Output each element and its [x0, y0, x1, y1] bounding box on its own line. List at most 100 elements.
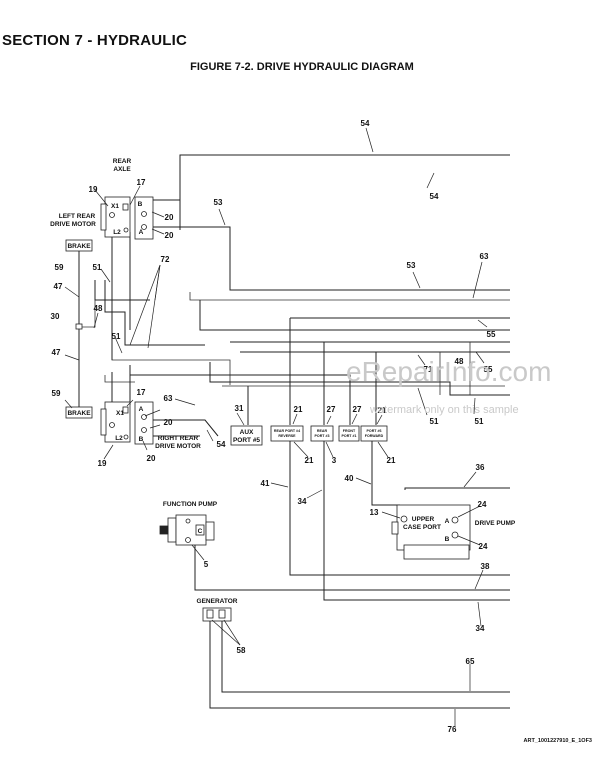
callout-21: 21 — [305, 456, 314, 465]
function-pump: C — [159, 514, 215, 546]
port-x1-label: X1 — [111, 203, 119, 210]
manifold-port-4-reverse: REAR PORT #4 REVERSE — [270, 425, 304, 442]
figure-title: FIGURE 7-2. DRIVE HYDRAULIC DIAGRAM — [190, 61, 414, 73]
callout-53: 53 — [407, 261, 416, 270]
art-code: ART_1001227910_E_1OF3 — [524, 738, 593, 744]
callout-59: 59 — [55, 263, 64, 272]
manifold-port-1-label: REAR PORT #4 — [274, 429, 300, 433]
callout-27: 27 — [353, 405, 362, 414]
function-pump-label: FUNCTION PUMP — [163, 501, 218, 508]
callout-40: 40 — [345, 474, 354, 483]
port-l2-label: L2 — [113, 229, 121, 236]
callout-72: 72 — [161, 255, 170, 264]
right-rear-motor-label-2: DRIVE MOTOR — [155, 443, 201, 450]
brake-top-label: BRAKE — [67, 243, 91, 250]
manifold-port-4-label: PORT #6 — [367, 429, 382, 433]
manifold-port-2-label: REAR — [317, 429, 328, 433]
callout-20: 20 — [165, 213, 174, 222]
hose-lines — [94, 154, 510, 709]
callout-59: 59 — [52, 389, 61, 398]
callout-54: 54 — [217, 440, 226, 449]
port-a-label: A — [139, 229, 144, 236]
port-a-bot-label: A — [139, 406, 144, 413]
callout-48: 48 — [455, 357, 464, 366]
right-rear-motor-label: RIGHT REAR — [158, 435, 199, 442]
callout-55: 55 — [487, 330, 496, 339]
manifold-port-3-label: FRONT — [343, 429, 356, 433]
callout-54: 54 — [430, 192, 439, 201]
manifold-port-4-label-2: FORWARD — [365, 434, 384, 438]
callout-65: 65 — [466, 657, 475, 666]
manifold-port-1-label-2: REVERSE — [278, 434, 296, 438]
callout-30: 30 — [51, 312, 60, 321]
callout-24: 24 — [479, 542, 488, 551]
callout-76: 76 — [448, 725, 457, 734]
callout-71: 71 — [424, 365, 433, 374]
generator-label: GENERATOR — [197, 598, 238, 605]
callout-51: 51 — [93, 263, 102, 272]
brake-bottom-label: BRAKE — [67, 410, 91, 417]
callout-55: 55 — [484, 365, 493, 374]
section-title: SECTION 7 - HYDRAULIC — [2, 32, 188, 49]
pump-c-label: C — [198, 528, 203, 535]
callout-38: 38 — [481, 562, 490, 571]
callout-21: 21 — [378, 406, 387, 415]
brake-bottom: BRAKE — [65, 406, 93, 419]
manifold-port-1-front: FRONT PORT #1 — [338, 425, 360, 442]
callout-21: 21 — [387, 456, 396, 465]
callout-34: 34 — [298, 497, 307, 506]
port-b-bot-label: B — [139, 436, 144, 443]
aux-port-label: AUX — [240, 429, 254, 436]
callout-51: 51 — [112, 332, 121, 341]
callout-5: 5 — [204, 560, 209, 569]
port-l2-bot-label: L2 — [115, 435, 123, 442]
drive-pump-a-label: A — [445, 518, 450, 525]
callout-3: 3 — [332, 456, 337, 465]
callout-41: 41 — [261, 479, 270, 488]
brake-top: BRAKE — [65, 239, 93, 252]
watermark-subtext: watermark only on this sample — [369, 404, 519, 416]
left-rear-motor-label-2: DRIVE MOTOR — [50, 221, 96, 228]
callout-20: 20 — [147, 454, 156, 463]
manifold-port-6-forward: PORT #6 FORWARD — [360, 425, 388, 442]
callout-31: 31 — [235, 404, 244, 413]
rear-axle-label-2: AXLE — [113, 166, 131, 173]
callout-20: 20 — [164, 418, 173, 427]
left-rear-drive-motor: X1 L2 B A — [100, 196, 154, 240]
callout-63: 63 — [480, 252, 489, 261]
rear-axle-label: REAR — [113, 158, 132, 165]
callout-58: 58 — [237, 646, 246, 655]
callout-51: 51 — [475, 417, 484, 426]
callout-24: 24 — [478, 500, 487, 509]
callout-53: 53 — [214, 198, 223, 207]
generator — [202, 607, 232, 622]
drive-pump-label: DRIVE PUMP — [475, 520, 516, 527]
drive-pump-b-label: B — [445, 536, 450, 543]
manifold-port-3-rear: REAR PORT #3 — [310, 425, 334, 442]
callout-36: 36 — [476, 463, 485, 472]
callout-63: 63 — [164, 394, 173, 403]
right-rear-drive-motor: X1 L2 A B — [100, 401, 154, 445]
port-b-label: B — [138, 201, 143, 208]
callout-47: 47 — [52, 348, 61, 357]
manifold-port-2-label-2: PORT #3 — [315, 434, 330, 438]
aux-port-5: AUX PORT #5 — [230, 425, 263, 446]
callout-19: 19 — [98, 459, 107, 468]
callout-21: 21 — [294, 405, 303, 414]
aux-port-label-2: PORT #5 — [233, 437, 260, 444]
callout-54: 54 — [361, 119, 370, 128]
callout-27: 27 — [327, 405, 336, 414]
left-rear-motor-label: LEFT REAR — [59, 213, 96, 220]
callout-47: 47 — [54, 282, 63, 291]
callout-numbers: 54 54 53 53 63 55 55 48 71 51 51 19 17 2… — [51, 119, 496, 734]
leader-lines — [64, 127, 488, 726]
callout-17: 17 — [137, 388, 146, 397]
callout-17: 17 — [137, 178, 146, 187]
callout-19: 19 — [89, 185, 98, 194]
callout-48: 48 — [94, 304, 103, 313]
manifold-port-3-label-2: PORT #1 — [342, 434, 357, 438]
port-x1-bot-label: X1 — [116, 410, 124, 417]
callout-20: 20 — [165, 231, 174, 240]
callout-51: 51 — [430, 417, 439, 426]
